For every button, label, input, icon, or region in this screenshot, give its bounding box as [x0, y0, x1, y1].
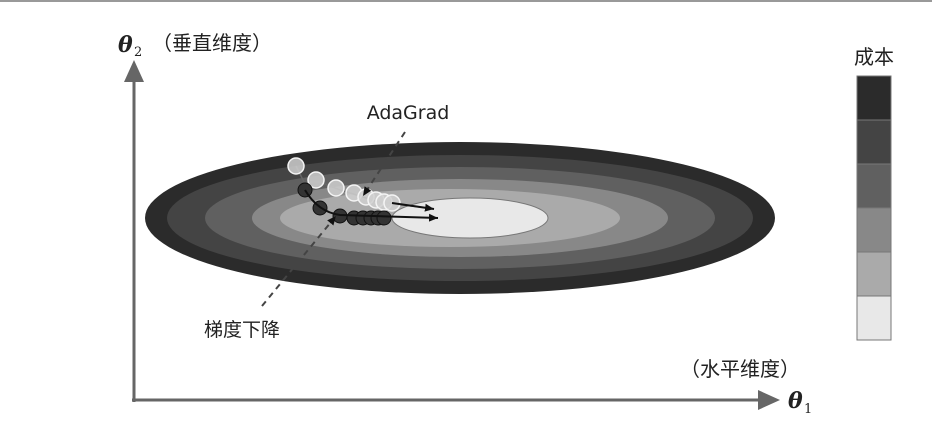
colorbar-swatch	[856, 295, 892, 341]
axes	[124, 60, 780, 410]
adagrad-label: AdaGrad	[367, 102, 450, 124]
x-axis-symbol: θ	[788, 388, 803, 414]
colorbar-swatch	[856, 75, 892, 121]
colorbar-swatch	[856, 119, 892, 165]
adagrad-step	[287, 157, 305, 175]
adagrad-step	[327, 179, 345, 197]
x-axis-subscript: 1	[804, 402, 812, 417]
adagrad-step	[307, 171, 325, 189]
colorbar-swatch	[856, 207, 892, 253]
colorbar	[856, 75, 892, 341]
x-axis-arrowhead	[758, 390, 780, 410]
y-axis-label: （垂直维度）	[152, 31, 272, 55]
colorbar-swatch	[856, 251, 892, 297]
gd-step	[376, 210, 392, 226]
adagrad-leader-line	[362, 131, 406, 197]
gd-arrow	[304, 189, 439, 222]
y-axis-subscript: 2	[134, 45, 142, 60]
x-axis-label: （水平维度）	[680, 357, 800, 381]
y-axis-symbol: θ	[118, 32, 133, 58]
adagrad-arrow	[391, 202, 435, 212]
gd-leader-line	[261, 215, 337, 307]
gradient-descent-label: 梯度下降	[204, 319, 280, 341]
gradient-descent-path	[297, 182, 439, 226]
y-axis-arrowhead	[124, 60, 144, 82]
colorbar-swatch	[856, 163, 892, 209]
cost-contours	[145, 142, 775, 294]
colorbar-title: 成本	[854, 45, 894, 69]
